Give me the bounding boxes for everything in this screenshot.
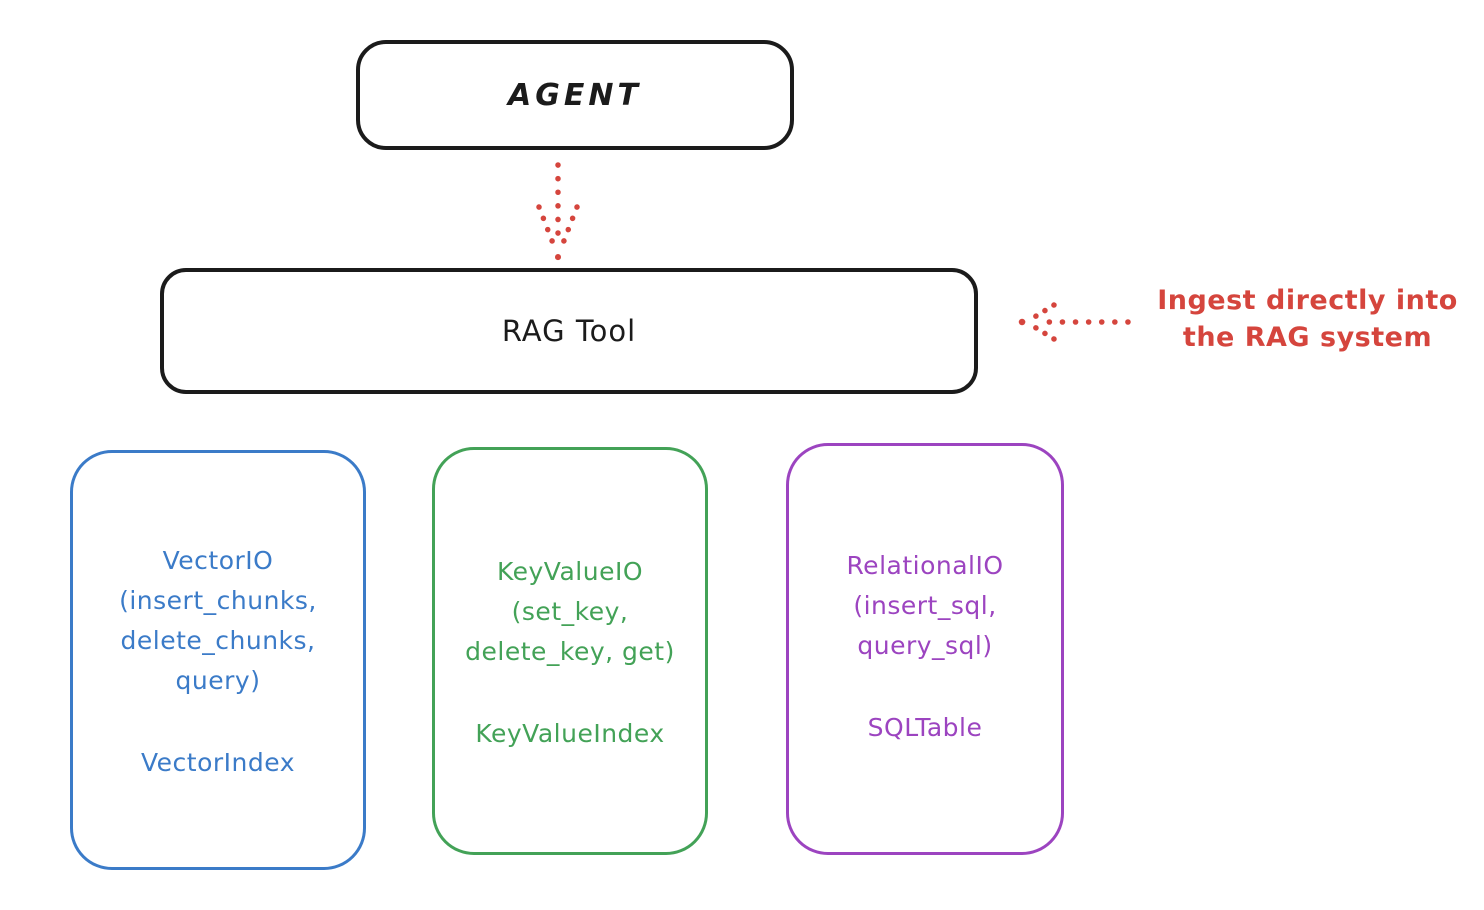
keyvalue-io-param: delete_key, get) [465,637,675,666]
vector-io-node: VectorIO (insert_chunks, delete_chunks, … [70,450,366,870]
ingest-annotation: Ingest directly into the RAG system [1135,282,1480,356]
agent-node: AGENT [356,40,794,150]
ingest-annotation-arrow [1018,302,1131,342]
vector-io-param: delete_chunks, [120,626,316,655]
ingest-annotation-line1: Ingest directly into [1157,285,1458,316]
ingest-annotation-line2: the RAG system [1182,322,1433,353]
relational-io-node: RelationalIO (insert_sql, query_sql) SQL… [786,443,1064,855]
vector-io-param: (insert_chunks, [119,586,317,615]
keyvalue-io-node: KeyValueIO (set_key, delete_key, get) Ke… [432,447,708,855]
keyvalue-io-index-label: KeyValueIndex [475,719,665,748]
agent-node-label: AGENT [508,77,642,113]
keyvalue-io-title: KeyValueIO [496,557,644,586]
relational-io-title: RelationalIO [846,551,1004,580]
relational-io-index-label: SQLTable [867,713,983,742]
rag-tool-node-label: RAG Tool [501,314,637,348]
vector-io-param: query) [175,666,261,695]
rag-tool-node: RAG Tool [160,268,978,394]
relational-io-param: (insert_sql, [853,591,997,620]
vector-io-index-label: VectorIndex [141,748,295,777]
vector-io-title: VectorIO [162,546,274,575]
agent-to-rag-arrow [536,162,580,261]
keyvalue-io-param: (set_key, [511,597,629,626]
relational-io-param: query_sql) [857,631,993,660]
